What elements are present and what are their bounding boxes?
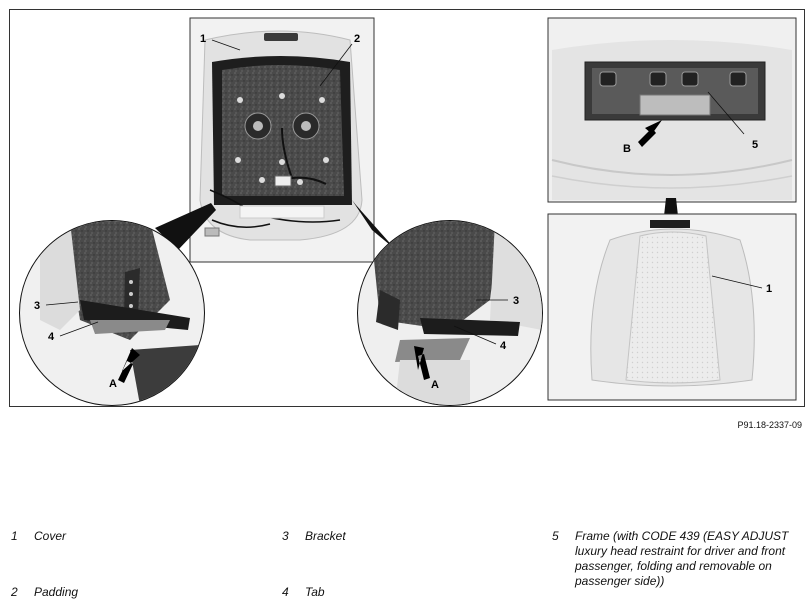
head-restraint-frame-photo: B 5 [547,17,797,203]
figure-code: P91.18-2337-09 [737,420,802,430]
legend-number: 2 [11,585,18,599]
callout-right-A: A [431,379,439,391]
callout-bottom-1: 1 [766,283,772,295]
legend-text: Bracket [305,529,346,543]
legend-text: Padding [34,585,79,599]
legend-text: Cover [34,529,67,543]
detail-circle-right: 3 4 A [357,220,543,406]
detail-circle-left: 3 4 A [19,220,205,406]
legend-number: 1 [11,529,18,543]
legend-text: Tab [305,585,325,599]
legend-number: 3 [282,529,289,543]
backrest-cover-photo: 1 [547,213,797,401]
callout-right-4: 4 [500,340,507,352]
figure-frame [9,9,805,407]
callout-top-5: 5 [752,139,758,151]
callout-left-A: A [109,378,117,390]
callout-top-B: B [623,143,631,155]
legend-number: 4 [282,585,289,599]
callout-left-3: 3 [34,300,40,312]
callout-main-2: 2 [354,33,360,45]
legend-text: Frame (with CODE 439 (EASY ADJUST luxury… [575,529,789,588]
callout-right-3: 3 [513,295,519,307]
seat-backrest-rear-photo: 1 2 [189,17,375,263]
legend-number: 5 [552,529,559,543]
callout-main-1: 1 [200,33,206,45]
illustration: 1 2 3 4 A [19,17,797,406]
callout-left-4: 4 [48,331,55,343]
